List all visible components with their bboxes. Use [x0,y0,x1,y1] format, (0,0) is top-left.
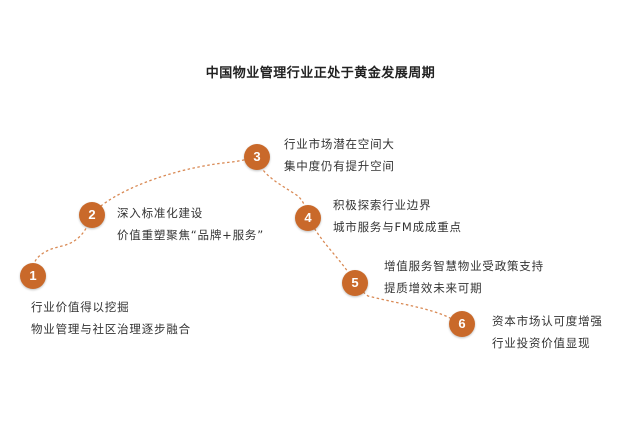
step-4-number: 4 [304,210,312,225]
step-2-line-2: 价值重塑聚焦“品牌+服务” [117,228,264,242]
step-6-description: 资本市场认可度增强 行业投资价值显现 [492,310,603,354]
step-6-number: 6 [458,316,466,331]
step-6-line-2: 行业投资价值显现 [492,336,591,350]
step-6-marker: 6 [449,311,475,337]
step-4-marker: 4 [295,205,321,231]
step-3-line-2: 集中度仍有提升空间 [284,159,395,173]
diagram-title: 中国物业管理行业正处于黄金发展周期 [205,66,436,81]
step-5-number: 5 [351,275,359,290]
step-2-description: 深入标准化建设 价值重塑聚焦“品牌+服务” [117,202,264,246]
step-2-number: 2 [88,207,96,222]
step-5-line-2: 提质增效未来可期 [384,281,483,295]
step-1-line-1: 行业价值得以挖掘 [31,300,130,314]
step-1-description: 行业价值得以挖掘 物业管理与社区治理逐步融合 [31,296,191,340]
step-5-line-1: 增值服务智慧物业受政策支持 [384,259,544,273]
step-3-description: 行业市场潜在空间大 集中度仍有提升空间 [284,133,395,177]
step-2-marker: 2 [79,202,105,228]
step-3-line-1: 行业市场潜在空间大 [284,137,395,151]
step-5-description: 增值服务智慧物业受政策支持 提质增效未来可期 [384,255,544,299]
step-4-line-1: 积极探索行业边界 [333,198,432,212]
step-1-number: 1 [29,268,37,283]
step-2-line-1: 深入标准化建设 [117,206,204,220]
step-6-line-1: 资本市场认可度增强 [492,314,603,328]
step-3-marker: 3 [244,144,270,170]
step-5-marker: 5 [342,270,368,296]
step-4-line-2: 城市服务与FM成成重点 [333,220,462,234]
step-4-description: 积极探索行业边界 城市服务与FM成成重点 [333,194,462,238]
step-1-marker: 1 [20,263,46,289]
step-3-number: 3 [253,149,261,164]
step-1-line-2: 物业管理与社区治理逐步融合 [31,322,191,336]
